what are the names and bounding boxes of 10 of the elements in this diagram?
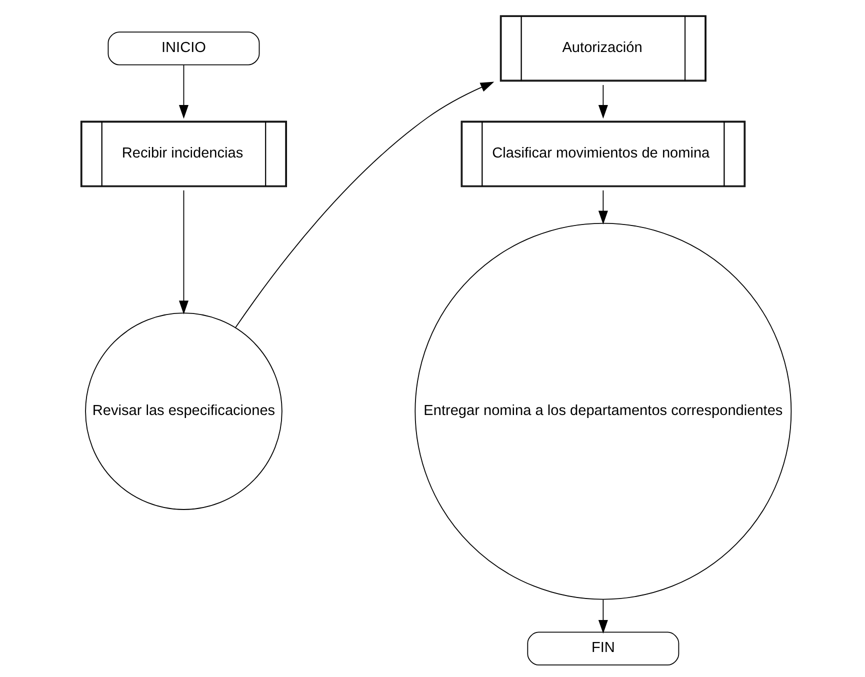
arrow bbox=[598, 190, 608, 224]
node-circle: Entregar nomina a los departamentos correspondientes bbox=[414, 222, 792, 600]
node-circle: Revisar las especificaciones bbox=[85, 312, 282, 510]
arrow bbox=[235, 82, 494, 328]
arrow bbox=[598, 84, 608, 119]
node-box: FIN bbox=[527, 632, 680, 666]
arrow bbox=[178, 64, 189, 119]
arrow bbox=[178, 190, 189, 314]
node-box: INICIO bbox=[108, 32, 260, 66]
arrow bbox=[598, 599, 608, 634]
